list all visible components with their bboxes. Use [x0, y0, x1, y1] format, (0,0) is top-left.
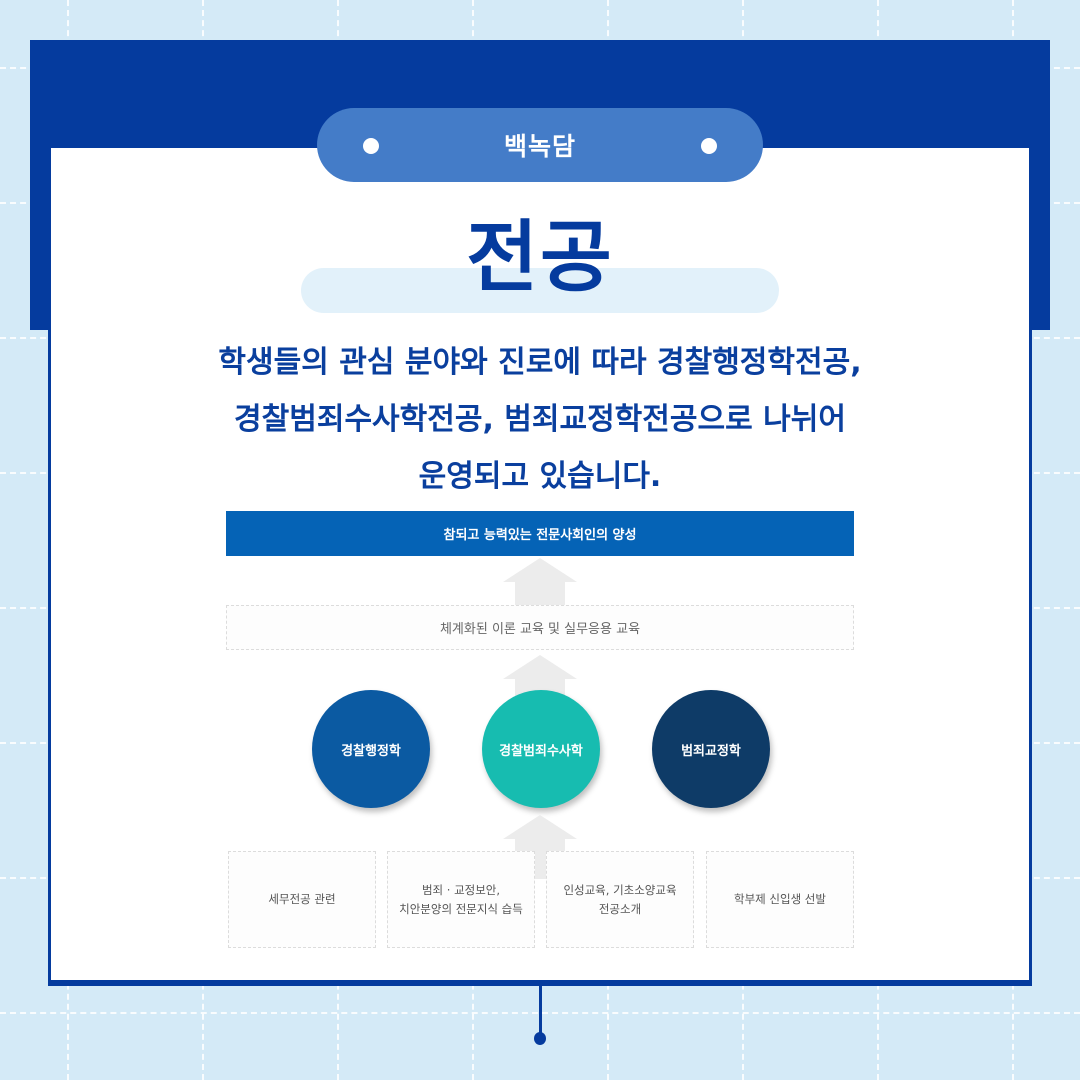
connector-line	[539, 986, 542, 1036]
title-highlight	[301, 268, 779, 313]
header-badge: 백녹담	[317, 108, 763, 182]
up-arrow-icon	[503, 558, 577, 606]
badge-label: 백녹담	[503, 132, 576, 161]
goal-bar: 참되고 능력있는 전문사회인의 양성	[226, 511, 854, 556]
major-label: 경찰범죄수사학	[499, 743, 583, 759]
major-label: 범죄교정학	[681, 743, 741, 759]
dot-icon	[363, 138, 379, 154]
description-line: 학생들의 관심 분야와 진로에 따라 경찰행정학전공,	[218, 345, 862, 380]
major-circle-criminal-investigation: 경찰범죄수사학	[482, 690, 600, 808]
feature-box: 범죄 · 교정보안, 치안분양의 전문지식 습득	[387, 851, 535, 948]
feature-box: 학부제 신입생 선발	[706, 851, 854, 948]
description-line: 운영되고 있습니다.	[418, 459, 662, 494]
feature-box: 인성교육, 기초소양교육 전공소개	[546, 851, 694, 948]
major-label: 경찰행정학	[341, 743, 401, 759]
dot-icon	[701, 138, 717, 154]
education-bar: 체계화된 이론 교육 및 실무응용 교육	[226, 605, 854, 650]
page-title: 전공	[466, 213, 614, 303]
connector-dot	[534, 1032, 546, 1045]
feature-box: 세무전공 관련	[228, 851, 376, 948]
description-line: 경찰범죄수사학전공, 범죄교정학전공으로 나뉘어	[234, 402, 846, 437]
major-circle-police-admin: 경찰행정학	[312, 690, 430, 808]
major-circle-corrections: 범죄교정학	[652, 690, 770, 808]
description: 학생들의 관심 분야와 진로에 따라 경찰행정학전공, 경찰범죄수사학전공, 범…	[100, 334, 980, 505]
